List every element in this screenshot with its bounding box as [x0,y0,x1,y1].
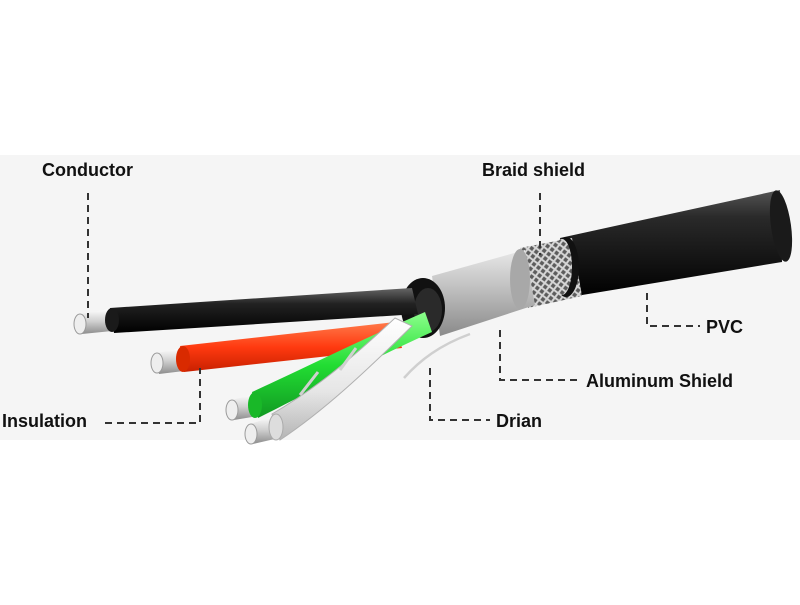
pvc-jacket-end [769,190,793,262]
white-wire-insulation-end [268,413,284,441]
red-wire-conductor-tip [150,352,164,374]
aluminum-shield-label: Aluminum Shield [586,371,733,391]
aluminum-shield [432,250,535,336]
drain-wire [403,332,471,379]
pvc-jacket [560,190,782,297]
drain-leader [429,368,490,421]
white-wire-conductor-tip [244,423,258,445]
aluminum-shield-edge [510,249,530,309]
leader-lines [87,193,700,424]
black-wire-conductor-tip [73,313,87,335]
red-wire-insulation [180,322,402,372]
aluminum-shield-leader [499,330,578,381]
red-wire-insulation-end [176,346,190,372]
twist-stripe [338,347,358,371]
black-wire-insulation-end [105,308,119,332]
black-wire-insulation [110,288,418,333]
braid-shield-label: Braid shield [482,160,585,180]
green-wire-conductor-tip [225,399,239,421]
twist-stripe [298,371,320,396]
conductor-label: Conductor [42,160,133,180]
pvc-label: PVC [706,317,743,337]
braid-shield-edge [552,239,572,295]
white-wire-insulation [271,317,413,441]
drain-label: Drian [496,411,542,431]
green-wire-insulation-end [248,392,262,418]
insulation-label: Insulation [2,411,87,431]
